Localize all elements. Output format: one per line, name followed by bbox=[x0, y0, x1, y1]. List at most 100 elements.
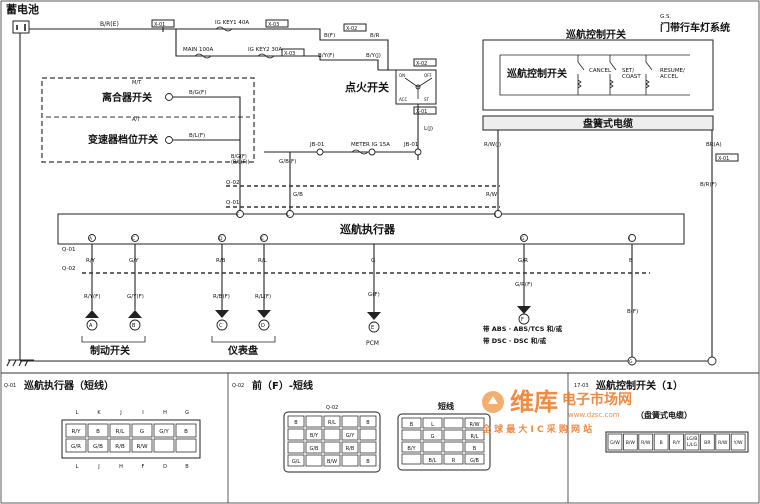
panel1-pin bbox=[131, 438, 153, 453]
panel2a-pin-label: B bbox=[366, 420, 370, 426]
panel2-title: 前（F）-短线 bbox=[252, 379, 313, 392]
sw-st: ST bbox=[424, 97, 430, 102]
meter-fuse bbox=[351, 149, 369, 155]
set-switch-icon bbox=[609, 55, 617, 95]
panel1-bottom-letter: F bbox=[142, 464, 145, 470]
panel3-pin bbox=[684, 433, 700, 451]
panel2a-pin bbox=[287, 415, 305, 428]
wire-rw: R/W(J) bbox=[484, 142, 501, 148]
panel1-top-letter: H bbox=[163, 410, 167, 416]
panel1-bottom-letter: L bbox=[76, 464, 79, 470]
trans-switch-icon bbox=[165, 136, 173, 144]
panel1-pin bbox=[175, 438, 197, 453]
panel1-top-letter: I bbox=[142, 410, 143, 416]
panel1-title: 巡航执行器（短线） bbox=[24, 379, 114, 392]
panel2b-pin bbox=[401, 417, 422, 429]
panel3-pin bbox=[730, 433, 746, 451]
wire-gbf: G/B(F) bbox=[279, 159, 296, 165]
pin-e: E bbox=[261, 236, 264, 242]
panel3-pin-label: L/LG bbox=[687, 442, 698, 448]
wire-gb2: G/B bbox=[293, 192, 303, 198]
panel2b-pin-label: B/L bbox=[429, 458, 437, 464]
panel2a-pin bbox=[359, 428, 377, 441]
wire-brf: B/R(F) bbox=[700, 182, 717, 188]
sw-off: OFF bbox=[424, 73, 432, 78]
wire-byf: B/Y(F) bbox=[318, 53, 334, 59]
panel2b-pin bbox=[422, 417, 443, 429]
wire-gf: G(F) bbox=[368, 292, 380, 298]
panel3-pin-label: R/W bbox=[641, 440, 651, 446]
clutch-switch-label: 离合器开关 bbox=[102, 91, 152, 104]
ignition-switch-label: 点火开关 bbox=[345, 80, 389, 94]
wire-rw2: R/W bbox=[486, 192, 498, 198]
wire-rlf: R/L(F) bbox=[255, 294, 271, 300]
panel2b-pin-label: R/L bbox=[471, 434, 479, 440]
svg-text:D: D bbox=[261, 323, 265, 329]
clutch-trans-box bbox=[41, 77, 255, 163]
panel1-bottom-letter: H bbox=[119, 464, 123, 470]
panel3-code: 17-03 bbox=[574, 383, 589, 389]
cruise-switch-title: 巡航控制开关 bbox=[566, 28, 626, 41]
panel2b-pin bbox=[464, 453, 485, 465]
wire-l: L(J) bbox=[424, 126, 433, 132]
panel2a-pin bbox=[305, 428, 323, 441]
panel3-pin bbox=[607, 433, 623, 451]
ig-key2-label: IG KEY2 30A bbox=[248, 47, 282, 53]
panel1-pin bbox=[87, 423, 109, 438]
panel2a-pin bbox=[341, 454, 359, 467]
wire-gr: G/R bbox=[518, 258, 528, 264]
panel2b-pin-label: R bbox=[452, 458, 456, 464]
mt-label: M/T bbox=[132, 80, 142, 86]
panel1-bottom-letter: J bbox=[97, 464, 99, 470]
meter-fuse-label: METER IG 15A bbox=[351, 142, 390, 148]
abs-note1: 带 ABS · ABS/TCS 和/或 bbox=[483, 324, 563, 333]
panel1-pin-label: G bbox=[140, 429, 144, 435]
q01b-label: Q-01 bbox=[62, 247, 75, 253]
wire-br2: B/R bbox=[370, 33, 380, 39]
panel2b-pin bbox=[422, 453, 443, 465]
conn-x01a: X-01 bbox=[154, 22, 165, 28]
panel2a-pin-label: R/B bbox=[346, 446, 355, 452]
jb01b-label: JB-01 bbox=[403, 142, 418, 148]
panel2a-pin bbox=[305, 415, 323, 428]
pin-f: F bbox=[237, 212, 240, 218]
clutch-switch-icon bbox=[165, 93, 173, 101]
panel2a-pin bbox=[323, 415, 341, 428]
actuator-box bbox=[57, 213, 685, 245]
panel1-pin-label: B bbox=[96, 429, 100, 435]
watermark-slogan: 全 球 最 大 I C 采 购 网 站 bbox=[481, 423, 592, 435]
pcm-label: PCM bbox=[366, 340, 379, 347]
conn-x03: X-03 bbox=[268, 22, 279, 28]
ground-node-1-label: G bbox=[629, 359, 633, 365]
wire-bgf: B/G(F) bbox=[189, 90, 206, 96]
panel3-pin-label: G/W bbox=[610, 440, 620, 446]
panel2a-pin bbox=[287, 441, 305, 454]
panel1-top-letter: L bbox=[76, 410, 79, 416]
panel3-pin-label: BR bbox=[704, 440, 711, 446]
panel3-pin-label: R/W bbox=[718, 440, 728, 446]
wire-blf: B/L(F) bbox=[189, 133, 205, 139]
panel3-sub: （盘簧式电缆） bbox=[636, 410, 692, 420]
panel2b-pin-label: G/B bbox=[470, 458, 480, 464]
pcm-terminal: E bbox=[367, 312, 381, 333]
cluster-label: 仪表盘 bbox=[227, 344, 258, 357]
panel3-pin bbox=[623, 433, 638, 451]
panel1-top-letter: G bbox=[185, 410, 189, 416]
brake-switch-terminals: A B bbox=[85, 310, 142, 331]
pin-a: A bbox=[89, 236, 93, 242]
panel1-pin-label: B bbox=[184, 429, 188, 435]
wire-br-main: B/R(E) bbox=[100, 21, 119, 28]
panel2a-pin bbox=[359, 441, 377, 454]
svg-text:C: C bbox=[219, 323, 223, 329]
panel1-pin-label: G/R bbox=[71, 444, 81, 450]
main-fuse-label: MAIN 100A bbox=[183, 47, 213, 53]
wire-grf: G/R(F) bbox=[515, 282, 532, 288]
actuator-output-wires bbox=[91, 244, 633, 365]
panel2a-pin-label: G/Y bbox=[346, 433, 356, 439]
trans-switch-label: 变速器档位开关 bbox=[88, 133, 158, 146]
panel3-pin bbox=[700, 433, 715, 451]
wire-bgf2: B/G(F)(B/L(F)) bbox=[231, 154, 250, 166]
actuator-label: 巡航执行器 bbox=[340, 222, 396, 236]
